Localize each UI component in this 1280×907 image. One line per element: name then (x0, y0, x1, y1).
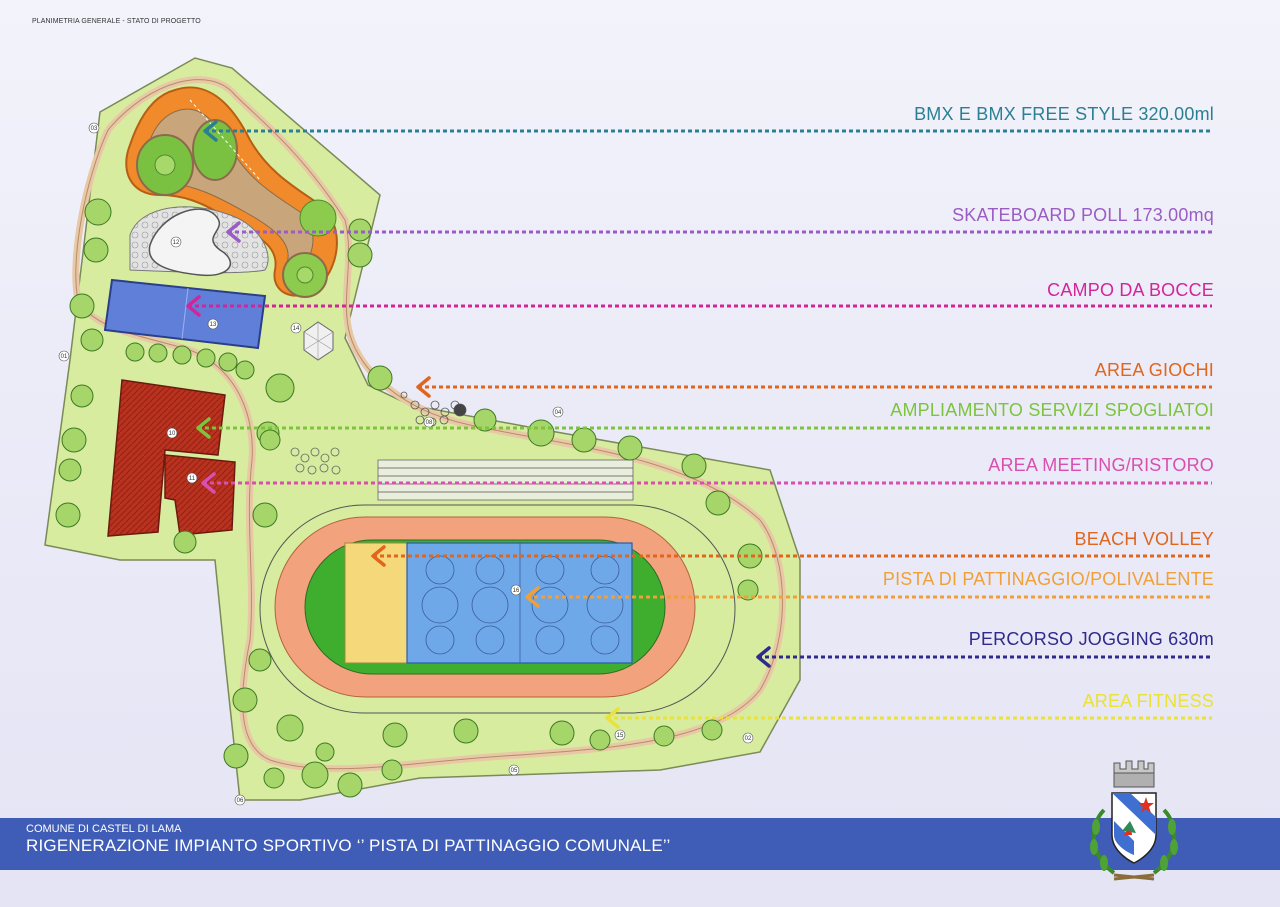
legend-pattinaggio: PISTA DI PATTINAGGIO/POLIVALENTE (882, 569, 1214, 589)
marker-03: 03 (88, 122, 100, 134)
svg-text:10: 10 (169, 431, 176, 437)
legend-fitness: AREA FITNESS (1082, 691, 1214, 711)
svg-text:01: 01 (61, 354, 68, 360)
marker-04: 04 (552, 406, 564, 418)
svg-text:14: 14 (293, 326, 300, 332)
arrow-pattinaggio-icon (525, 586, 540, 608)
arrow-spogliatoi-icon (196, 417, 211, 439)
svg-text:15: 15 (617, 733, 624, 739)
legend-bmx: BMX E BMX FREE STYLE 320.00ml (914, 104, 1214, 124)
plan-markers: 03 01 04 02 12 13 14 10 11 08 16 15 05 0… (58, 122, 754, 806)
marker-13: 13 (207, 318, 219, 330)
marker-06: 06 (234, 794, 246, 806)
bmx-track (125, 86, 338, 298)
marker-15: 15 (614, 729, 626, 741)
svg-text:04: 04 (555, 410, 562, 416)
marker-08: 08 (423, 416, 435, 428)
marker-12: 12 (170, 236, 182, 248)
legend-bocce: CAMPO DA BOCCE (1047, 280, 1214, 300)
marker-14: 14 (290, 322, 302, 334)
changing-rooms (107, 379, 236, 537)
play-area (400, 391, 467, 427)
legend-meeting: AREA MEETING/RISTORO (988, 455, 1214, 475)
svg-text:03: 03 (91, 126, 98, 132)
trees (55, 198, 763, 798)
marker-01: 01 (58, 350, 70, 362)
svg-text:12: 12 (173, 240, 180, 246)
leader-arrows (186, 120, 771, 729)
skate-pool (129, 206, 269, 277)
footer-title: RIGENERAZIONE IMPIANTO SPORTIVO ‘’ PISTA… (26, 836, 671, 855)
gazebo (303, 321, 334, 361)
svg-text:11: 11 (189, 476, 196, 482)
arrow-meeting-icon (201, 472, 216, 494)
legend-jogging: PERCORSO JOGGING 630m (968, 629, 1214, 649)
marker-02: 02 (742, 732, 754, 744)
legend-area-giochi: AREA GIOCHI (1094, 360, 1214, 380)
arrow-beach-volley-icon (371, 545, 386, 567)
svg-text:05: 05 (511, 768, 518, 774)
arrow-bmx-icon (203, 120, 218, 142)
meeting-area (290, 447, 341, 475)
svg-text:06: 06 (237, 798, 244, 804)
arrow-jogging-icon (756, 646, 771, 668)
svg-text:08: 08 (426, 420, 433, 426)
legend-spogliatoi: AMPLIAMENTO SERVIZI SPOGLIATOI (890, 400, 1214, 420)
marker-05: 05 (508, 764, 520, 776)
bocce-court (103, 278, 267, 350)
leader-lines (188, 129, 1212, 720)
municipal-crest-icon (1090, 760, 1178, 881)
svg-text:02: 02 (745, 736, 752, 742)
grandstand (377, 459, 634, 501)
footer-town: COMUNE DI CASTEL DI LAMA (26, 823, 182, 835)
arrow-fitness-icon (605, 707, 620, 729)
marker-16: 16 (510, 584, 522, 596)
marker-10: 10 (166, 427, 178, 439)
arrow-skate-icon (226, 221, 241, 243)
arrow-area-giochi-icon (416, 376, 431, 398)
marker-11: 11 (186, 472, 198, 484)
svg-text:16: 16 (513, 588, 520, 594)
arrow-bocce-icon (186, 295, 201, 317)
plan-header-label: PLANIMETRIA GENERALE - STATO DI PROGETTO (32, 18, 201, 25)
svg-text:13: 13 (210, 322, 217, 328)
legend-skateboard: SKATEBOARD POLL 173.00mq (952, 205, 1214, 225)
legend-beach-volley: BEACH VOLLEY (1074, 529, 1214, 549)
skating-track (259, 504, 736, 714)
footer-band (0, 818, 1280, 870)
